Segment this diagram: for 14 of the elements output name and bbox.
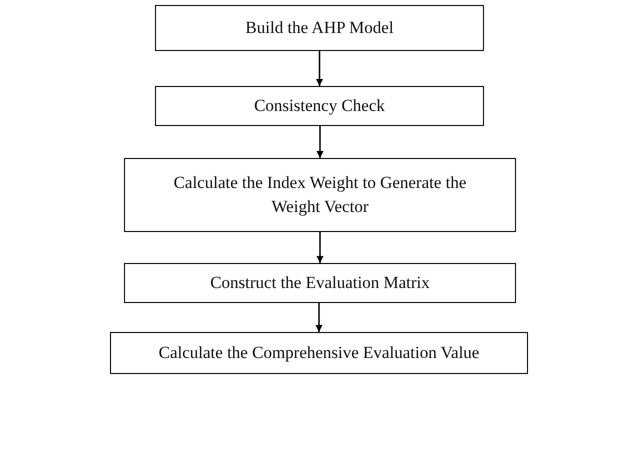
- arrow: [316, 126, 324, 158]
- step-label: Build the AHP Model: [245, 17, 394, 39]
- process-box: [155, 86, 484, 126]
- arrow: [316, 232, 324, 263]
- step-label: Consistency Check: [254, 95, 385, 117]
- process-box: [124, 263, 516, 303]
- process-box: [124, 158, 516, 232]
- arrow: [316, 51, 323, 86]
- arrow: [316, 303, 322, 332]
- process-box: [110, 332, 528, 374]
- process-box: [155, 5, 484, 51]
- step-label: Calculate the Index Weight to Generate the Weight Vector: [172, 172, 468, 218]
- step-label: Calculate the Comprehensive Evaluation Value: [158, 342, 480, 364]
- step-label: Construct the Evaluation Matrix: [210, 272, 430, 294]
